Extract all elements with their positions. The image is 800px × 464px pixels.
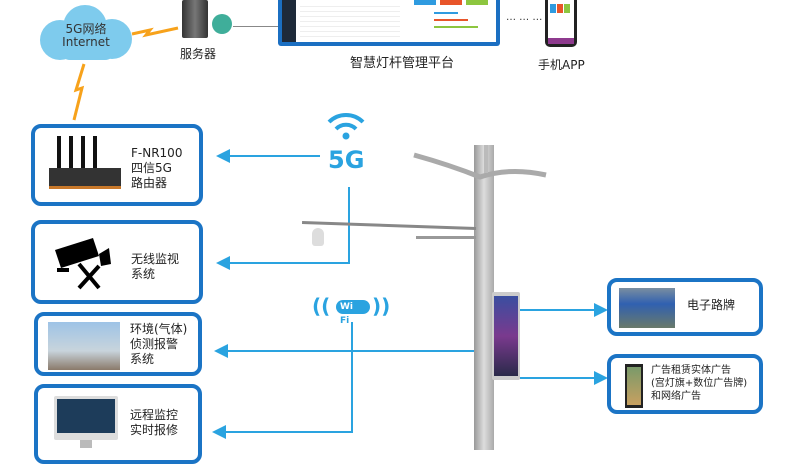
link-remote — [224, 431, 353, 433]
link-camera — [226, 262, 350, 264]
phone-icon — [545, 0, 577, 47]
server-tower-icon — [182, 0, 208, 38]
connector-dots: … … … — [506, 12, 543, 23]
ad-banner-image — [625, 364, 643, 408]
wifi-text-right: Fi — [338, 316, 352, 326]
router-label: F-NR100 四信5G 路由器 — [131, 146, 183, 190]
lightning-icon — [72, 63, 86, 121]
arrow-right-icon — [594, 371, 608, 385]
link-advertising — [520, 377, 596, 379]
card-camera[interactable]: 无线监视 系统 — [31, 220, 203, 304]
server-label: 服务器 — [180, 47, 217, 61]
link-environment — [226, 350, 474, 352]
platform-sidebar — [282, 0, 296, 42]
platform-screen — [278, 0, 500, 46]
card-remote[interactable]: 远程监控 实时报修 — [34, 384, 202, 464]
cctv-camera-icon — [55, 238, 111, 290]
card-environment[interactable]: 环境(气体) 侦测报警 系统 — [34, 312, 202, 376]
card-router[interactable]: F-NR100 四信5G 路由器 — [31, 124, 203, 206]
camera-label: 无线监视 系统 — [131, 252, 180, 281]
cloud-icon — [40, 5, 132, 60]
arrow-left-icon — [214, 344, 228, 358]
wifi-signal-icon — [327, 112, 365, 140]
environment-label: 环境(气体) 侦测报警 系统 — [130, 322, 188, 366]
platform-label: 智慧灯杆管理平台 — [350, 56, 455, 71]
cloud-label-line1: 5G网络 — [65, 22, 107, 36]
monitor-icon — [54, 396, 118, 448]
globe-icon — [212, 14, 232, 34]
card-billboard[interactable]: 电子路牌 — [607, 278, 763, 336]
server-link-line — [233, 26, 280, 27]
card-advertising[interactable]: 广告租赁实体广告 (宫灯旗+数位广告牌) 和网络广告 — [607, 354, 763, 414]
cloud-5g-internet: 5G网络 Internet — [30, 5, 140, 65]
lightning-icon — [131, 26, 179, 38]
billboard-image — [619, 288, 675, 328]
cloud-label-line2: Internet — [62, 35, 110, 49]
link-billboard — [520, 309, 596, 311]
pole-arm — [302, 220, 476, 231]
wifi-badge: (( Wi Fi )) — [312, 294, 391, 326]
smart-pole — [474, 145, 494, 450]
arrow-right-icon — [594, 303, 608, 317]
arrow-left-icon — [212, 425, 226, 439]
router-icon — [49, 136, 121, 196]
pole-display-screen — [492, 292, 520, 380]
fiveg-label: 5G — [328, 146, 365, 174]
link-router — [226, 155, 320, 157]
street-lamp-icon — [413, 145, 547, 180]
billboard-label: 电子路牌 — [687, 298, 736, 312]
arrow-left-icon — [216, 256, 230, 270]
arrow-left-icon — [216, 149, 230, 163]
mobile-app-label: 手机APP — [538, 58, 585, 72]
server: 服务器 — [178, 0, 238, 61]
camera-bulb-icon — [312, 228, 324, 246]
platform-table — [300, 2, 400, 40]
advertising-label: 广告租赁实体广告 (宫灯旗+数位广告牌) 和网络广告 — [651, 365, 748, 402]
wifi-text-left: Wi — [340, 302, 354, 312]
environment-sensor-image — [48, 322, 120, 370]
remote-label: 远程监控 实时报修 — [130, 408, 179, 437]
